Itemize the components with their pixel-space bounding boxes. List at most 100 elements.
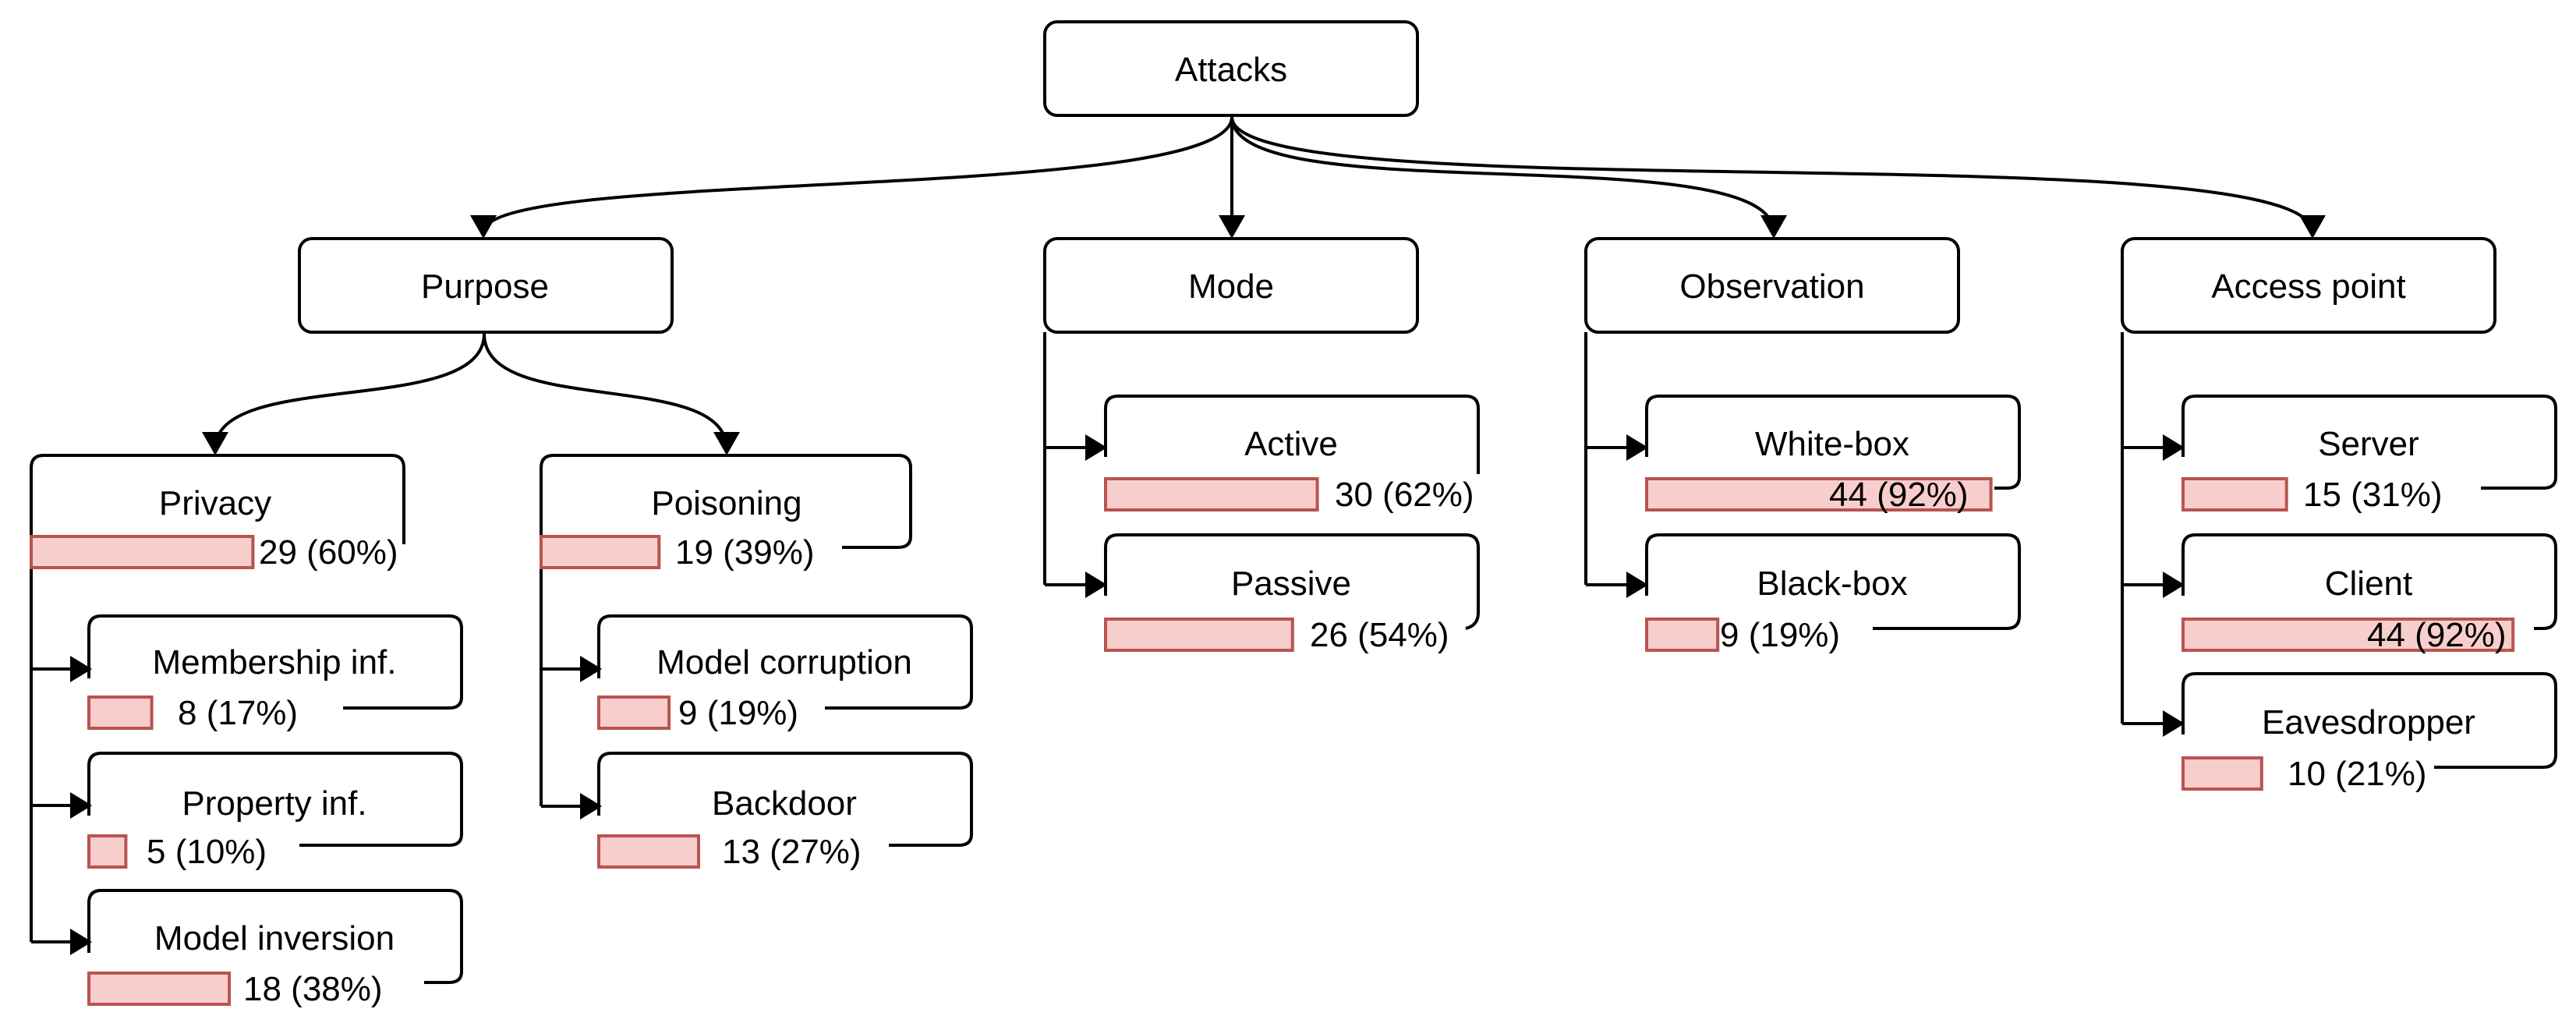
client-frame — [2181, 533, 2557, 630]
connectors — [30, 116, 2314, 943]
model-inversion-count: 18 (38%) — [243, 970, 383, 1008]
arrow-model-inversion — [70, 929, 92, 955]
backdoor-bar — [597, 834, 700, 869]
poisoning-bar — [540, 535, 661, 569]
passive-label: Passive — [1231, 565, 1351, 603]
category-mode: Mode — [1043, 237, 1419, 334]
node-eavesdropper: Eavesdropper 10 (21%) — [2181, 672, 2557, 793]
arrow-server — [2163, 434, 2185, 461]
model-corruption-count: 9 (19%) — [678, 694, 798, 732]
purpose-box — [298, 237, 674, 334]
privacy-label: Privacy — [159, 484, 271, 522]
connector-access-point-tree — [2121, 332, 2178, 725]
node-active: Active 30 (62%) — [1104, 395, 1480, 514]
poisoning-count: 19 (39%) — [675, 533, 815, 572]
arrow-black-box — [1626, 572, 1648, 598]
black-box-label: Black-box — [1757, 565, 1907, 603]
eavesdropper-bar — [2181, 756, 2263, 791]
connector-attacks-access-point — [1230, 116, 2314, 233]
model-corruption-frame — [597, 614, 973, 710]
server-count: 15 (31%) — [2303, 476, 2443, 514]
eavesdropper-count: 10 (21%) — [2288, 755, 2427, 793]
active-count: 30 (62%) — [1335, 476, 1474, 514]
arrow-backdoor — [580, 793, 602, 819]
model-inversion-bar — [87, 972, 232, 1006]
eavesdropper-label: Eavesdropper — [2262, 703, 2475, 742]
server-label: Server — [2318, 425, 2419, 463]
model-corruption-bar — [597, 696, 671, 730]
node-client: Client 44 (92%) — [2181, 533, 2557, 654]
connector-purpose-privacy — [214, 333, 486, 450]
active-bar — [1104, 477, 1319, 512]
poisoning-label: Poisoning — [651, 484, 801, 522]
backdoor-frame — [597, 752, 973, 847]
node-poisoning: Poisoning 19 (39%) — [540, 454, 912, 572]
backdoor-count: 13 (27%) — [722, 833, 862, 871]
membership-label: Membership inf. — [152, 643, 396, 681]
root-box — [1043, 20, 1419, 117]
server-frame — [2181, 395, 2557, 490]
privacy-bar — [30, 535, 255, 569]
property-label: Property inf. — [182, 784, 366, 823]
observation-label: Observation — [1679, 267, 1864, 306]
node-passive: Passive 26 (54%) — [1104, 533, 1480, 654]
arrow-client — [2163, 572, 2185, 598]
leaf-nodes: Privacy 29 (60%) Poisoning 19 (39%) Memb… — [30, 395, 2557, 1008]
model-inversion-label: Model inversion — [154, 919, 395, 958]
purpose-label: Purpose — [421, 267, 549, 306]
black-box-frame — [1645, 533, 2021, 630]
white-box-bar — [1645, 477, 1993, 512]
privacy-count: 29 (60%) — [259, 533, 398, 572]
arrow-active — [1085, 434, 1107, 461]
property-bar — [87, 834, 128, 869]
node-backdoor: Backdoor 13 (27%) — [597, 752, 973, 871]
category-purpose: Purpose — [298, 237, 674, 334]
passive-frame — [1104, 533, 1480, 630]
access-point-box — [2121, 237, 2496, 334]
root-node: Attacks — [1043, 20, 1419, 117]
category-observation: Observation — [1584, 237, 1960, 334]
property-frame — [87, 752, 463, 847]
arrowheads — [70, 215, 2326, 955]
white-box-label: White-box — [1755, 425, 1909, 463]
connector-observation-tree — [1584, 332, 1642, 586]
passive-bar — [1104, 618, 1294, 652]
connector-purpose-poisoning — [483, 333, 728, 450]
arrow-purpose — [470, 215, 497, 239]
server-bar — [2181, 477, 2288, 512]
node-server: Server 15 (31%) — [2181, 395, 2557, 514]
backdoor-label: Backdoor — [712, 784, 857, 823]
node-model-corruption: Model corruption 9 (19%) — [597, 614, 973, 732]
observation-box — [1584, 237, 1960, 334]
eavesdropper-frame — [2181, 672, 2557, 769]
passive-count: 26 (54%) — [1310, 616, 1449, 654]
arrow-eavesdropper — [2163, 710, 2185, 737]
mode-box — [1043, 237, 1419, 334]
arrow-passive — [1085, 572, 1107, 598]
connector-attacks-observation — [1230, 116, 1775, 233]
client-bar — [2181, 618, 2515, 652]
white-box-count: 44 (92%) — [1829, 476, 1969, 514]
arrow-property — [70, 792, 92, 819]
mode-label: Mode — [1188, 267, 1274, 306]
connector-attacks-purpose — [482, 116, 1233, 233]
model-corruption-label: Model corruption — [656, 643, 912, 681]
arrow-poisoning — [713, 432, 740, 455]
connector-privacy-tree — [30, 533, 86, 943]
white-box-frame — [1645, 395, 2021, 490]
root-label: Attacks — [1175, 51, 1287, 89]
membership-count: 8 (17%) — [178, 694, 298, 732]
black-box-count: 9 (19%) — [1720, 616, 1840, 654]
arrow-white-box — [1626, 434, 1648, 461]
client-count: 44 (92%) — [2367, 616, 2507, 654]
connector-mode-tree — [1043, 332, 1101, 586]
node-black-box: Black-box 9 (19%) — [1645, 533, 2021, 654]
access-point-label: Access point — [2211, 267, 2405, 306]
privacy-frame — [30, 454, 405, 544]
membership-frame — [87, 614, 463, 710]
arrow-observation — [1760, 215, 1787, 239]
model-inversion-frame — [87, 889, 463, 984]
poisoning-frame — [540, 454, 912, 549]
black-box-bar — [1645, 618, 1720, 652]
